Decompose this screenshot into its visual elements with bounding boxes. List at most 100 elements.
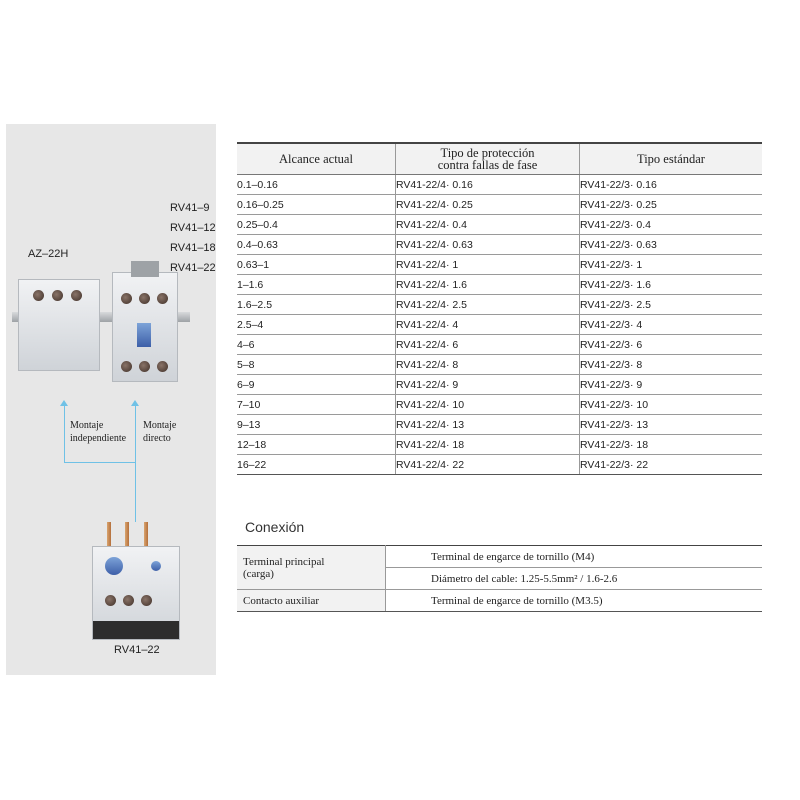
table-row: Contacto auxiliar Terminal de engarce de… xyxy=(237,589,762,612)
cell-phase-protection-type: RV41-22/4· 6 xyxy=(395,334,580,355)
arrow-line xyxy=(135,406,136,522)
cell-current-range: 0.4–0.63 xyxy=(237,234,396,255)
az-22h-adapter-image xyxy=(18,279,100,371)
cell-phase-protection-type: RV41-22/4· 4 xyxy=(395,314,580,335)
arrow-up-icon xyxy=(131,400,139,406)
table-row: Terminal principal (carga) Terminal de e… xyxy=(237,545,762,590)
cell-phase-protection-type: RV41-22/4· 0.4 xyxy=(395,214,580,235)
cell-current-range: 0.16–0.25 xyxy=(237,194,396,215)
table-header-row: Alcance actual Tipo de protección contra… xyxy=(237,142,762,175)
cell-current-range: 0.1–0.16 xyxy=(237,174,396,195)
header-current-range: Alcance actual xyxy=(237,142,396,175)
cell-current-range: 16–22 xyxy=(237,454,396,475)
model-label: RV41–9 xyxy=(170,202,210,214)
cell-standard-type: RV41-22/3· 10 xyxy=(579,394,762,415)
cell-phase-protection-type: RV41-22/4· 2.5 xyxy=(395,294,580,315)
cell-phase-protection-type: RV41-22/4· 9 xyxy=(395,374,580,395)
rv41-22-relay-image xyxy=(92,522,182,640)
arrow-line xyxy=(64,462,136,463)
aux-contact-header: Contacto auxiliar xyxy=(237,589,386,612)
indicator-window xyxy=(137,323,151,347)
model-list: RV41–9 RV41–12 RV41–18 RV41–22 xyxy=(170,198,216,278)
screw-icon xyxy=(139,293,150,304)
current-range-table: Alcance actual Tipo de protección contra… xyxy=(237,142,762,475)
arrow-up-icon xyxy=(60,400,68,406)
screw-icon xyxy=(121,361,132,372)
table-row: Diámetro del cable: 1.25-5.5mm² / 1.6-2.… xyxy=(237,567,762,590)
model-label: RV41–18 xyxy=(170,242,216,254)
cell-phase-protection-type: RV41-22/4· 18 xyxy=(395,434,580,455)
cell-current-range: 1.6–2.5 xyxy=(237,294,396,315)
screw-icon xyxy=(157,361,168,372)
reset-button-icon xyxy=(151,561,161,571)
mount-independent-label: Montaje independiente xyxy=(70,420,127,444)
model-label: RV41–12 xyxy=(170,222,216,234)
cell-current-range: 0.25–0.4 xyxy=(237,214,396,235)
cell-standard-type: RV41-22/3· 13 xyxy=(579,414,762,435)
cell-standard-type: RV41-22/3· 2.5 xyxy=(579,294,762,315)
cell-current-range: 4–6 xyxy=(237,334,396,355)
cell-standard-type: RV41-22/3· 4 xyxy=(579,314,762,335)
cell-phase-protection-type: RV41-22/4· 13 xyxy=(395,414,580,435)
cell-standard-type: RV41-22/3· 0.63 xyxy=(579,234,762,255)
header-standard-type: Tipo estándar xyxy=(579,142,762,175)
relay-label: RV41–22 xyxy=(114,644,160,656)
cell-standard-type: RV41-22/3· 9 xyxy=(579,374,762,395)
cell-current-range: 9–13 xyxy=(237,414,396,435)
model-label: RV41–22 xyxy=(170,262,216,274)
cell-current-range: 1–1.6 xyxy=(237,274,396,295)
arrow-line xyxy=(64,406,65,462)
cell-current-range: 6–9 xyxy=(237,374,396,395)
cell-current-range: 7–10 xyxy=(237,394,396,415)
cell-standard-type: RV41-22/3· 18 xyxy=(579,434,762,455)
din-rail xyxy=(12,312,190,322)
main-terminal-value: Terminal de engarce de tornillo (M4) xyxy=(385,545,762,568)
cell-phase-protection-type: RV41-22/4· 8 xyxy=(395,354,580,375)
cell-current-range: 5–8 xyxy=(237,354,396,375)
connection-table: Terminal principal (carga) Terminal de e… xyxy=(237,545,762,612)
screw-icon xyxy=(52,290,63,301)
cell-standard-type: RV41-22/3· 8 xyxy=(579,354,762,375)
screw-icon xyxy=(105,595,116,606)
mount-direct-label: Montaje directo xyxy=(143,420,177,444)
screw-icon xyxy=(71,290,82,301)
cell-current-range: 2.5–4 xyxy=(237,314,396,335)
cell-standard-type: RV41-22/3· 1 xyxy=(579,254,762,275)
cell-phase-protection-type: RV41-22/4· 10 xyxy=(395,394,580,415)
cell-phase-protection-type: RV41-22/4· 0.25 xyxy=(395,194,580,215)
cell-standard-type: RV41-22/3· 22 xyxy=(579,454,762,475)
dial-icon xyxy=(105,557,123,575)
product-panel: RV41–9 RV41–12 RV41–18 RV41–22 AZ–22H Mo… xyxy=(6,124,216,675)
screw-icon xyxy=(157,293,168,304)
cell-phase-protection-type: RV41-22/4· 0.16 xyxy=(395,174,580,195)
cell-standard-type: RV41-22/3· 0.16 xyxy=(579,174,762,195)
cell-phase-protection-type: RV41-22/4· 1.6 xyxy=(395,274,580,295)
screw-icon xyxy=(139,361,150,372)
section-title: Conexión xyxy=(245,519,305,535)
main-terminal-header: Terminal principal (carga) xyxy=(237,545,386,590)
aux-contact-value: Terminal de engarce de tornillo (M3.5) xyxy=(385,589,762,612)
cell-phase-protection-type: RV41-22/4· 0.63 xyxy=(395,234,580,255)
screw-icon xyxy=(121,293,132,304)
cell-standard-type: RV41-22/3· 0.4 xyxy=(579,214,762,235)
cell-phase-protection-type: RV41-22/4· 22 xyxy=(395,454,580,475)
contactor-image xyxy=(112,261,178,382)
az-label: AZ–22H xyxy=(28,248,69,260)
cell-phase-protection-type: RV41-22/4· 1 xyxy=(395,254,580,275)
cell-standard-type: RV41-22/3· 6 xyxy=(579,334,762,355)
header-phase-protection: Tipo de protección contra fallas de fase xyxy=(395,142,580,175)
